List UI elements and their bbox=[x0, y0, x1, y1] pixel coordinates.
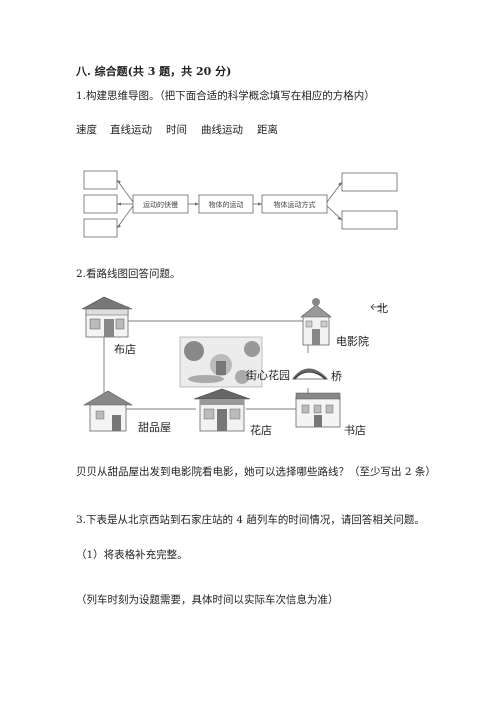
section-title: 八. 综合题(共 3 题，共 20 分) bbox=[76, 65, 232, 78]
sweet-shop-icon[interactable] bbox=[82, 390, 134, 432]
arrow-head-icon bbox=[117, 224, 121, 228]
blank-box-5[interactable] bbox=[341, 210, 398, 230]
park-icon[interactable] bbox=[179, 336, 263, 388]
cloth-shop-icon[interactable] bbox=[81, 296, 133, 338]
q2-stem: 2.看路线图回答问题。 bbox=[76, 268, 181, 280]
blank-box-3[interactable] bbox=[83, 218, 118, 238]
q3-stem: 3.下表是从北京西站到石家庄站的 4 趟列车的时间情况，请回答相关问题。 bbox=[76, 514, 425, 526]
cloth-shop-label: 布店 bbox=[114, 342, 136, 356]
term-time: 时间 bbox=[166, 124, 187, 136]
box-mode-label: 物体运动方式 bbox=[274, 200, 316, 209]
q3-sub1: （1）将表格补充完整。 bbox=[76, 549, 188, 561]
park-label: 街心花园 bbox=[246, 368, 290, 382]
cinema-icon[interactable] bbox=[300, 298, 332, 346]
box-speed-label: 运动的快慢 bbox=[143, 200, 178, 209]
arrow-head-icon bbox=[258, 202, 262, 206]
term-distance: 距离 bbox=[257, 124, 278, 136]
term-curved-motion: 曲线运动 bbox=[201, 124, 243, 136]
north-label: 北 bbox=[377, 302, 388, 315]
arrow-head-icon bbox=[195, 202, 199, 206]
route-map: 布店 电影院 北 街心花园 桥 甜品屋 bbox=[81, 296, 388, 437]
blank-box-4[interactable] bbox=[341, 172, 398, 192]
arrow-head-icon bbox=[117, 180, 121, 184]
flower-shop-icon[interactable] bbox=[193, 388, 251, 432]
flower-shop-label: 花店 bbox=[250, 423, 272, 437]
q3-note: （列车时刻为设题需要，具体时间以实际车次信息为准） bbox=[76, 594, 339, 606]
blank-box-2[interactable] bbox=[83, 194, 118, 214]
q1-stem: 1.构建思维导图。（把下面合适的科学概念填写在相应的方格内） bbox=[76, 90, 375, 102]
book-store-icon[interactable] bbox=[295, 392, 341, 428]
arrow-head-icon bbox=[117, 202, 121, 206]
term-speed: 速度 bbox=[76, 124, 97, 136]
book-store-label: 书店 bbox=[344, 423, 366, 437]
bridge-icon[interactable] bbox=[292, 368, 328, 381]
sweet-shop-label: 甜品屋 bbox=[138, 421, 171, 434]
q2-question: 贝贝从甜品屋出发到电影院看电影，她可以选择哪些路线？（至少写出 2 条） bbox=[76, 466, 436, 478]
north-arrow-icon bbox=[370, 303, 386, 311]
arrow-head-icon bbox=[337, 216, 342, 220]
box-center-label: 物体的运动 bbox=[209, 200, 244, 209]
blank-box-1[interactable] bbox=[83, 170, 118, 190]
bridge-label: 桥 bbox=[331, 370, 342, 383]
mind-map: 运动的快慢 物体的运动 物体运动方式 bbox=[83, 170, 398, 238]
arrow-head-icon bbox=[338, 182, 342, 186]
cinema-label: 电影院 bbox=[336, 334, 369, 348]
term-linear-motion: 直线运动 bbox=[110, 124, 152, 136]
